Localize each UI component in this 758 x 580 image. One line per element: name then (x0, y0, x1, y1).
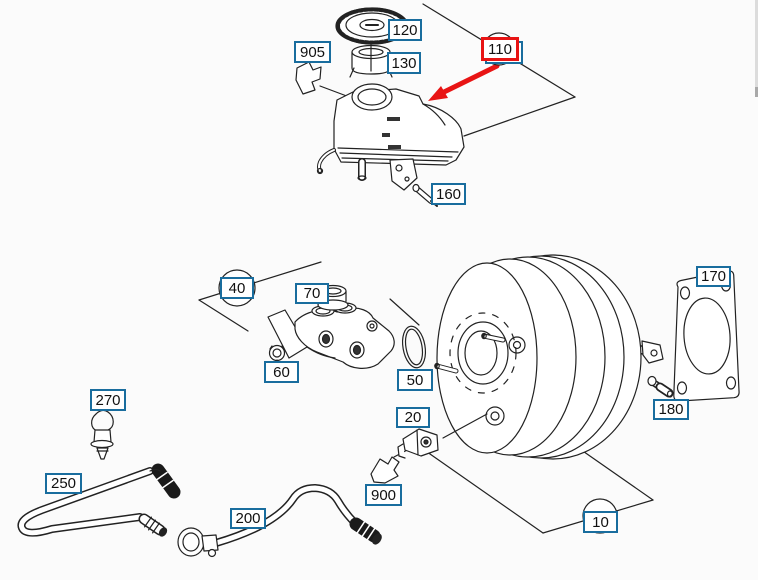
callout-180[interactable]: 180 (653, 399, 689, 420)
callout-120[interactable]: 120 (388, 19, 422, 41)
callout-50[interactable]: 50 (397, 369, 433, 391)
o-ring-drawing (401, 325, 427, 369)
callout-110-red-box[interactable]: 110 (481, 37, 519, 61)
highlight-arrow (428, 63, 500, 101)
reservoir-drawing (316, 83, 465, 191)
booster-drawing (434, 254, 664, 460)
callout-270[interactable]: 270 (90, 389, 126, 411)
callout-170[interactable]: 170 (696, 266, 731, 287)
callout-60[interactable]: 60 (264, 361, 299, 383)
sensor-20-drawing (397, 413, 488, 459)
scrollbar-track[interactable] (755, 0, 758, 97)
callout-900[interactable]: 900 (365, 484, 402, 506)
callout-20[interactable]: 20 (396, 407, 430, 428)
marker-905-arrow (295, 61, 322, 95)
callout-110-highlight[interactable]: 110 (481, 37, 523, 64)
callout-200[interactable]: 200 (230, 508, 266, 529)
hose-250-drawing (17, 463, 181, 537)
callout-250[interactable]: 250 (45, 473, 82, 494)
callout-130[interactable]: 130 (387, 52, 421, 74)
master-cylinder-drawing (267, 302, 395, 369)
callout-40[interactable]: 40 (220, 277, 254, 299)
stud-180-drawing (647, 375, 674, 398)
strainer-drawing (349, 44, 393, 78)
callout-70[interactable]: 70 (295, 283, 329, 304)
gasket-drawing (673, 270, 740, 402)
scrollbar-thumb[interactable] (755, 87, 758, 97)
callout-160[interactable]: 160 (431, 183, 466, 205)
hose-200-drawing (177, 484, 382, 558)
callout-10[interactable]: 10 (583, 511, 618, 533)
clip-270-drawing (90, 409, 114, 460)
callout-905[interactable]: 905 (294, 41, 331, 63)
marker-900-arrow (370, 456, 400, 484)
